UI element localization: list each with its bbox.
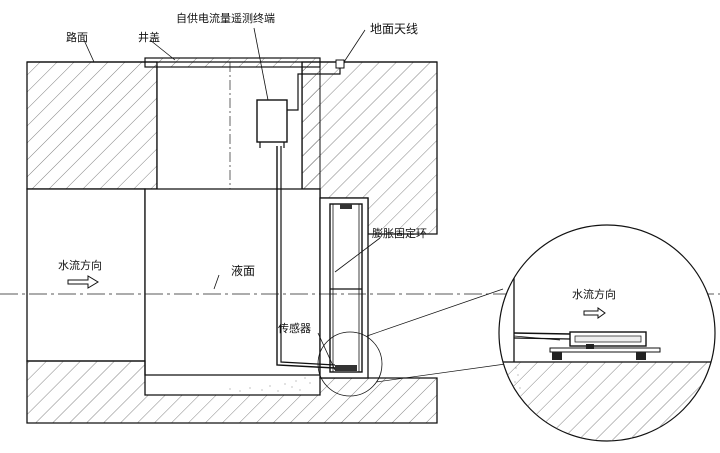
antenna-cable [287, 66, 341, 111]
telemetry-terminal [256, 99, 288, 143]
label-ground-antenna: 地面天线 [370, 22, 418, 36]
label-sensor: 传感器 [278, 322, 311, 335]
chamber [144, 188, 321, 376]
pipe-left [26, 188, 146, 362]
detail-focus-circle [317, 331, 383, 397]
label-manhole-cover: 井盖 [138, 30, 160, 44]
sensor-cable [276, 146, 336, 369]
flow-arrow [67, 275, 99, 289]
sensor [335, 365, 357, 371]
label-flow-direction: 水流方向 [58, 258, 102, 272]
shaft-wall-right [301, 61, 321, 199]
label-expansion-ring: 膨胀固定环 [372, 226, 427, 240]
label-detail-flow-direction: 水流方向 [572, 287, 616, 301]
label-road-surface: 路面 [66, 31, 88, 44]
label-liquid-surface: 液面 [231, 263, 255, 278]
label-terminal: 自供电流量遥测终端 [176, 11, 275, 25]
expansion-ring [329, 203, 363, 373]
detail-flow-arrow [583, 307, 606, 319]
sediment [229, 377, 311, 392]
ground-antenna [335, 59, 345, 69]
ground-slab-left [26, 61, 158, 190]
